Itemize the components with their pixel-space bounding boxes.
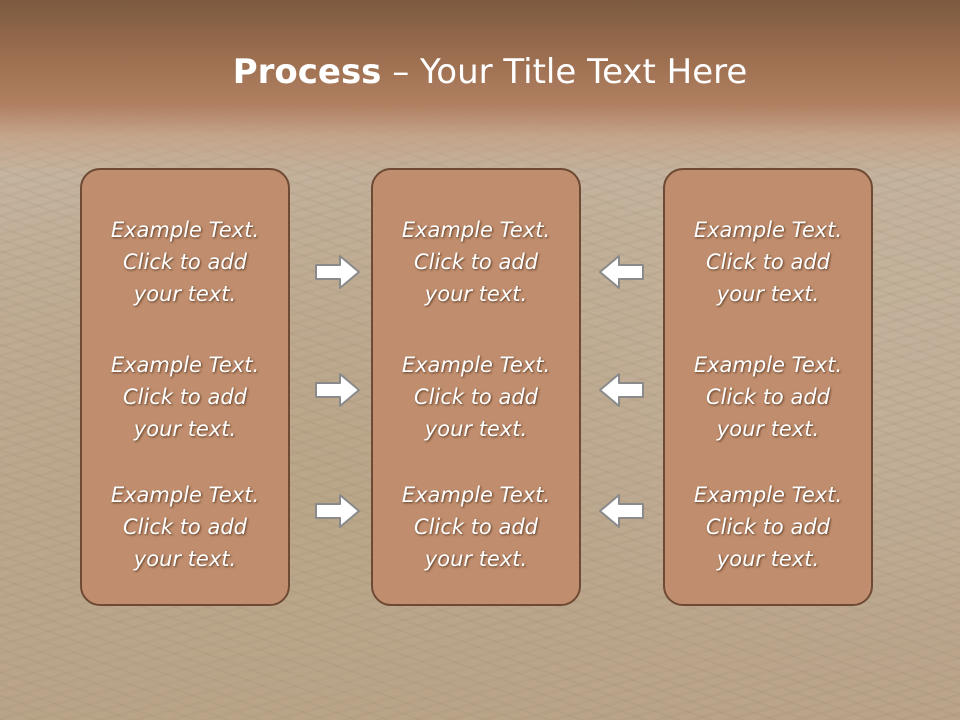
panel-text-item[interactable]: Example Text. Click to add your text. [665,214,871,310]
item-line: Click to add [413,385,538,409]
slide-title[interactable]: Process – Your Title Text Here [0,52,960,92]
left-arrow-icon [599,494,644,528]
title-bold-text: Process [232,52,382,92]
panel-text-item[interactable]: Example Text. Click to add your text. [82,349,288,445]
item-line: Example Text. [693,218,843,242]
item-line: Example Text. [401,218,551,242]
panel-text-item[interactable]: Example Text. Click to add your text. [665,479,871,575]
panel-text-item[interactable]: Example Text. Click to add your text. [665,349,871,445]
right-arrow-icon [315,373,360,407]
panel-text-item[interactable]: Example Text. Click to add your text. [373,479,579,575]
right-text-panel[interactable]: Example Text. Click to add your text. Ex… [663,168,873,606]
item-line: your text. [716,547,820,571]
panel-text-item[interactable]: Example Text. Click to add your text. [373,214,579,310]
title-rest-text: – Your Title Text Here [381,52,748,92]
item-line: Click to add [705,515,830,539]
center-text-panel[interactable]: Example Text. Click to add your text. Ex… [371,168,581,606]
item-line: Click to add [705,385,830,409]
item-line: Click to add [122,250,247,274]
right-arrow-icon [315,255,360,289]
item-line: Example Text. [401,353,551,377]
item-line: Click to add [413,515,538,539]
item-line: your text. [424,417,528,441]
right-arrow-icon [315,494,360,528]
item-line: Click to add [413,250,538,274]
item-line: Example Text. [401,483,551,507]
item-line: Click to add [122,385,247,409]
item-line: your text. [133,417,237,441]
panel-text-item[interactable]: Example Text. Click to add your text. [373,349,579,445]
item-line: your text. [133,282,237,306]
item-line: Example Text. [110,483,260,507]
item-line: Example Text. [110,353,260,377]
item-line: Example Text. [693,353,843,377]
item-line: your text. [424,282,528,306]
item-line: Click to add [705,250,830,274]
item-line: your text. [133,547,237,571]
item-line: Example Text. [693,483,843,507]
left-text-panel[interactable]: Example Text. Click to add your text. Ex… [80,168,290,606]
panel-text-item[interactable]: Example Text. Click to add your text. [82,214,288,310]
item-line: your text. [716,282,820,306]
item-line: Click to add [122,515,247,539]
item-line: Example Text. [110,218,260,242]
left-arrow-icon [599,255,644,289]
item-line: your text. [424,547,528,571]
panel-text-item[interactable]: Example Text. Click to add your text. [82,479,288,575]
title-band [0,0,960,175]
item-line: your text. [716,417,820,441]
left-arrow-icon [599,373,644,407]
